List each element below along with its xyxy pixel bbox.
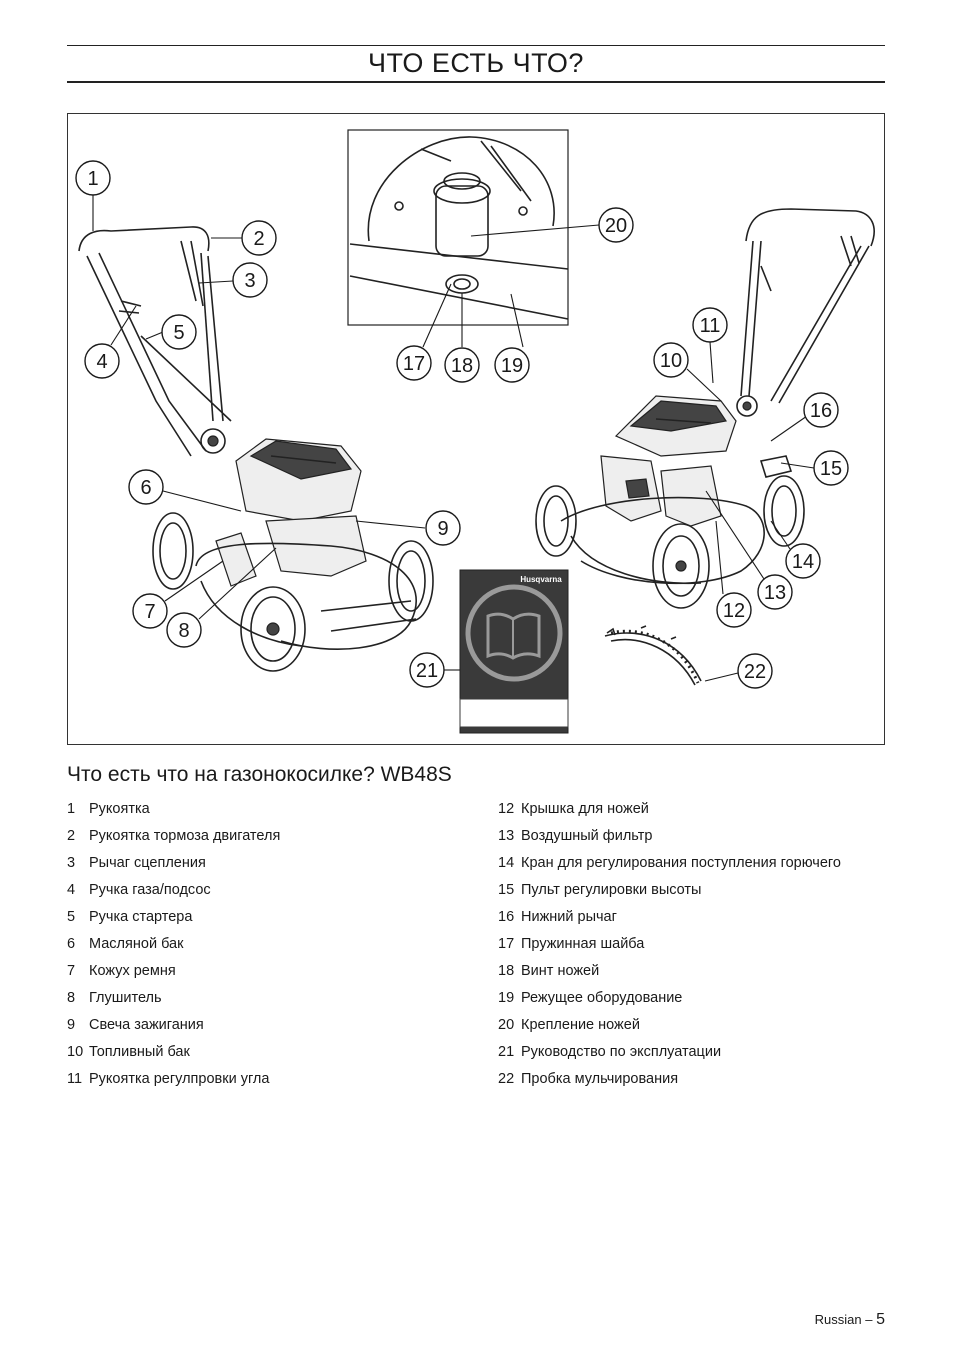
svg-text:13: 13: [764, 582, 786, 604]
callout-19: 19: [494, 347, 530, 383]
svg-text:15: 15: [820, 458, 842, 480]
callout-20: 20: [598, 207, 634, 243]
svg-text:7: 7: [144, 601, 155, 623]
callout-22: 22: [737, 653, 773, 689]
manual-brand-label: Husqvarna: [520, 575, 562, 584]
callout-14: 14: [785, 543, 821, 579]
callout-18: 18: [444, 347, 480, 383]
callout-9: 9: [425, 510, 461, 546]
svg-text:21: 21: [416, 660, 438, 682]
section-subtitle: Что есть что на газонокосилке? WB48S: [67, 763, 452, 786]
svg-text:9: 9: [437, 518, 448, 540]
svg-text:22: 22: [744, 661, 766, 683]
callout-2: 2: [241, 220, 277, 256]
blade-detail-inset: [347, 129, 569, 326]
svg-text:18: 18: [451, 355, 473, 377]
svg-text:6: 6: [140, 477, 151, 499]
mower-left-view: [78, 226, 434, 672]
page-title: ЧТО ЕСТЬ ЧТО?: [368, 48, 584, 78]
svg-text:1: 1: [87, 168, 98, 190]
svg-text:11: 11: [700, 315, 721, 337]
footer-language: Russian –: [814, 1312, 873, 1327]
svg-text:14: 14: [792, 551, 814, 573]
callout-16: 16: [803, 392, 839, 428]
svg-text:10: 10: [660, 350, 682, 372]
svg-text:2: 2: [253, 228, 264, 250]
callout-5: 5: [161, 314, 197, 350]
svg-text:19: 19: [501, 355, 523, 377]
operator-manual-illustration: Husqvarna: [459, 569, 569, 734]
mower-illustration: Husqvarna: [67, 113, 885, 745]
svg-text:4: 4: [96, 351, 107, 373]
callout-10: 10: [653, 342, 689, 378]
header-rule-top: [67, 45, 885, 46]
callout-15: 15: [813, 450, 849, 486]
callout-4: 4: [84, 343, 120, 379]
callout-3: 3: [232, 262, 268, 298]
svg-text:16: 16: [810, 400, 832, 422]
callout-7: 7: [132, 593, 168, 629]
page-footer: Russian – 5: [815, 1309, 885, 1331]
header-rule-bottom: [67, 81, 885, 83]
svg-text:17: 17: [403, 353, 425, 375]
page-number: 5: [876, 1311, 885, 1328]
svg-text:12: 12: [723, 600, 745, 622]
leader-lines: [92, 195, 815, 682]
svg-text:3: 3: [244, 270, 255, 292]
mulching-plug-illustration: [604, 625, 702, 686]
svg-text:5: 5: [173, 322, 184, 344]
callout-21: 21: [409, 652, 445, 688]
callout-12: 12: [716, 592, 752, 628]
svg-text:20: 20: [605, 215, 627, 237]
callout-8: 8: [166, 612, 202, 648]
callout-6: 6: [128, 469, 164, 505]
callout-1: 1: [75, 160, 111, 196]
svg-text:8: 8: [178, 620, 189, 642]
callout-11: 11: [692, 307, 728, 343]
callout-17: 17: [396, 345, 432, 381]
callout-13: 13: [757, 574, 793, 610]
mower-right-view: [535, 208, 875, 609]
